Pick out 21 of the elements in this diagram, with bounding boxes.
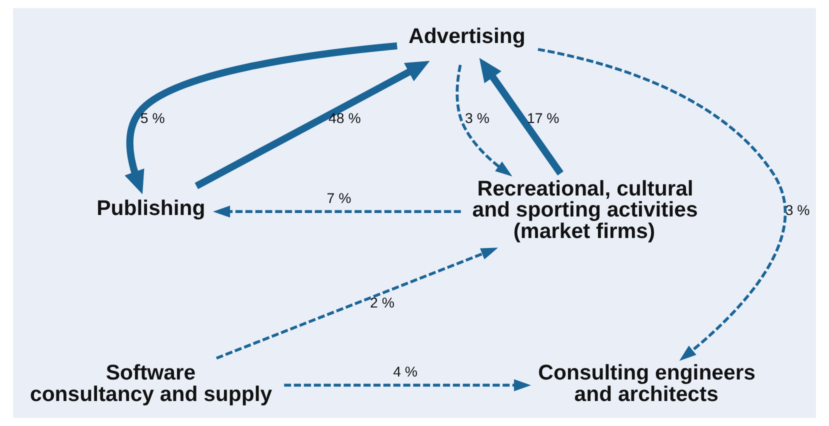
arrow bbox=[194, 60, 430, 190]
edge-label: 3 % bbox=[785, 203, 810, 220]
edge-label: 4 % bbox=[393, 364, 418, 381]
arrow bbox=[213, 206, 461, 218]
arrow bbox=[538, 48, 786, 361]
node-text: Software consultancy and supply bbox=[30, 360, 272, 406]
edge-label: 3 % bbox=[465, 110, 490, 127]
node-text: Consulting engineers and architects bbox=[538, 360, 756, 406]
edge-label: 7 % bbox=[326, 191, 352, 208]
arrow bbox=[216, 248, 498, 360]
arrow bbox=[456, 64, 512, 176]
edge-label: 5 % bbox=[140, 110, 165, 127]
edge-label: 17 % bbox=[526, 110, 560, 127]
node-text: Publishing bbox=[96, 196, 206, 220]
edge-label: 2 % bbox=[370, 295, 394, 312]
arrow bbox=[284, 379, 532, 392]
arrow bbox=[124, 42, 398, 194]
node-text: Advertising bbox=[408, 24, 526, 48]
node-text: Recreational, cultural and sporting activities (market firms) bbox=[472, 176, 698, 243]
arrow bbox=[479, 58, 564, 176]
edge-label: 48 % bbox=[328, 110, 361, 127]
